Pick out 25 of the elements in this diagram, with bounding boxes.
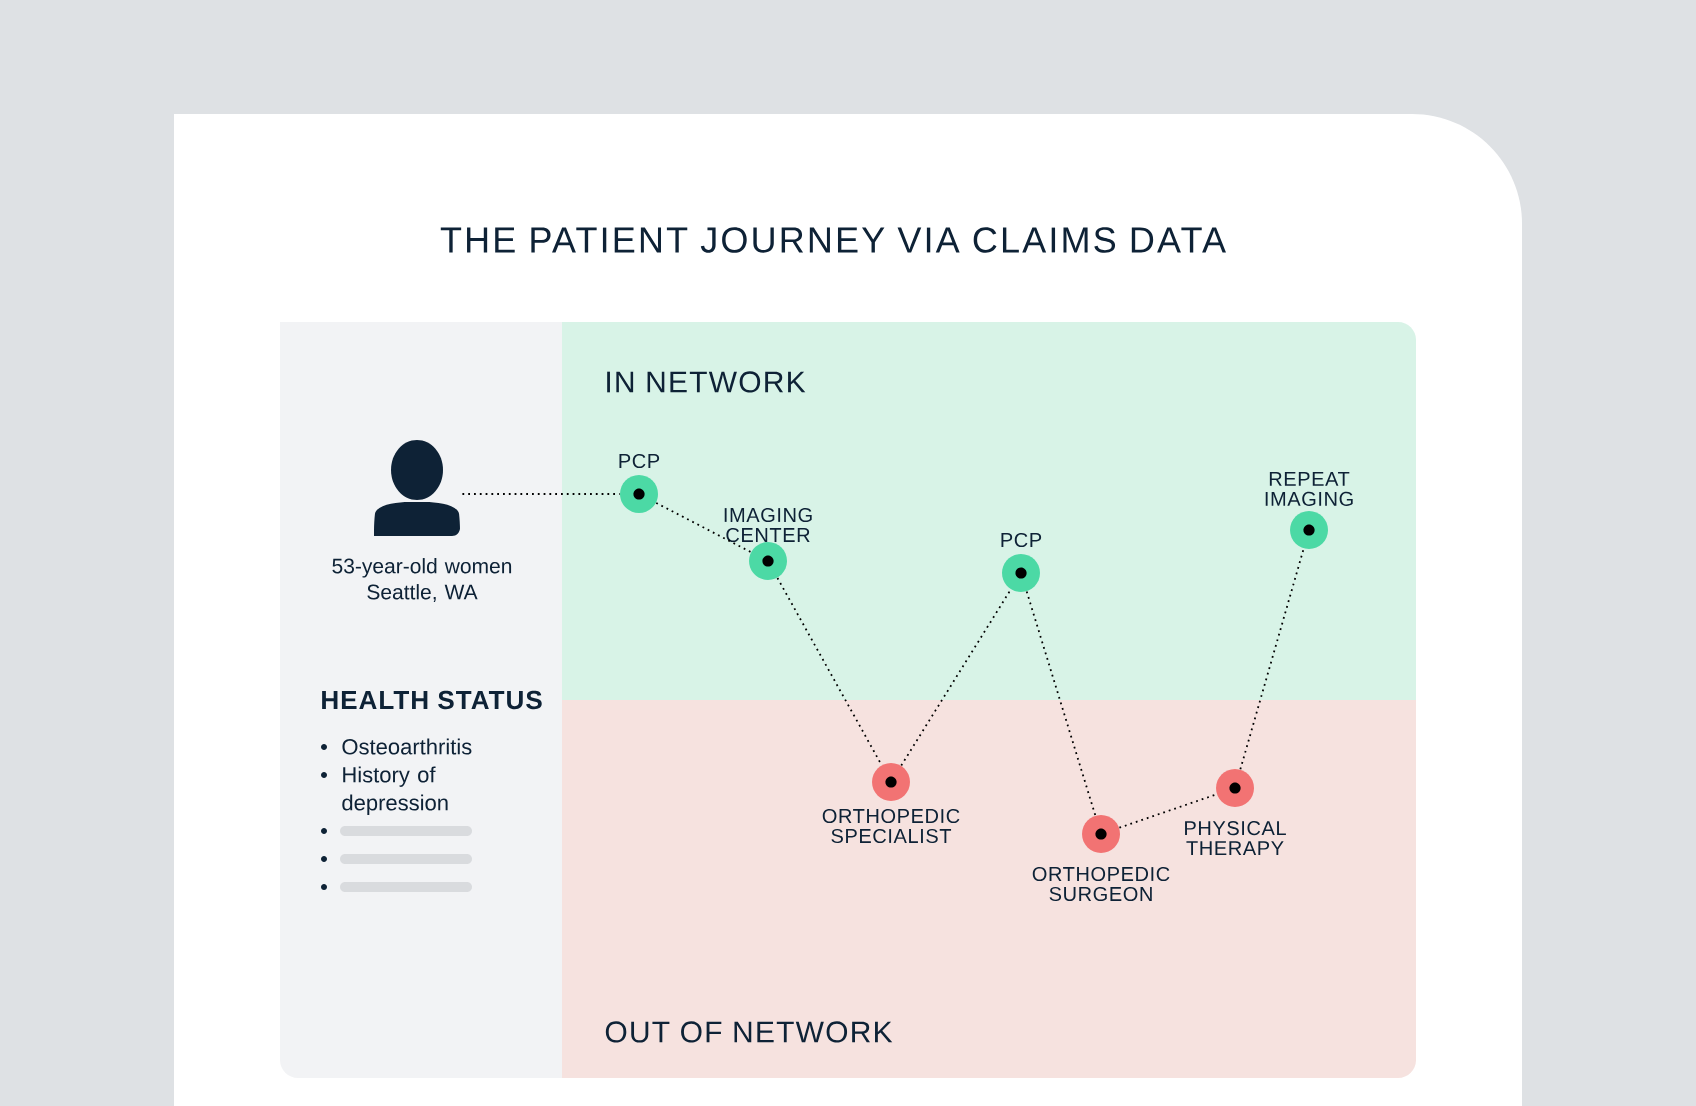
node-label: PHYSICAL THERAPY <box>1185 821 1286 855</box>
node-label: REPEAT IMAGING <box>1265 472 1353 506</box>
section-heading: HEALTH STATUS <box>322 690 542 710</box>
journey-point: IMAGING CENTER <box>724 507 812 580</box>
bullet-item: Osteoarthritis <box>321 738 472 755</box>
node-label: ORTHOPEDIC SPECIALIST <box>822 808 960 844</box>
dotted-connector <box>1025 590 1097 817</box>
bullet-item: History of depression <box>321 766 448 815</box>
dotted-connector <box>655 502 752 553</box>
node-label: ORTHOPEDIC SURGEON <box>1032 866 1170 902</box>
journey-point: PCP <box>1001 532 1042 592</box>
journey-point: ORTHOPEDIC SPECIALIST <box>822 763 960 844</box>
journey-point: ORTHOPEDIC SURGEON <box>1032 815 1170 902</box>
journey-point: REPEAT IMAGING <box>1265 472 1353 549</box>
person-silhouette <box>374 440 460 536</box>
journey-point: PCP <box>619 453 660 513</box>
node-label: PCP <box>1001 532 1042 548</box>
dotted-connector <box>461 493 621 495</box>
person-caption: 53-year-old women Seattle, WA <box>332 558 512 602</box>
node-label: PCP <box>619 453 660 469</box>
journey-point: PHYSICAL THERAPY <box>1185 769 1286 855</box>
node-label: IMAGING CENTER <box>724 507 812 543</box>
dotted-connector <box>1239 547 1305 771</box>
title: THE PATIENT JOURNEY VIA CLAIMS DATA <box>440 227 1226 253</box>
dotted-connector <box>900 588 1012 767</box>
